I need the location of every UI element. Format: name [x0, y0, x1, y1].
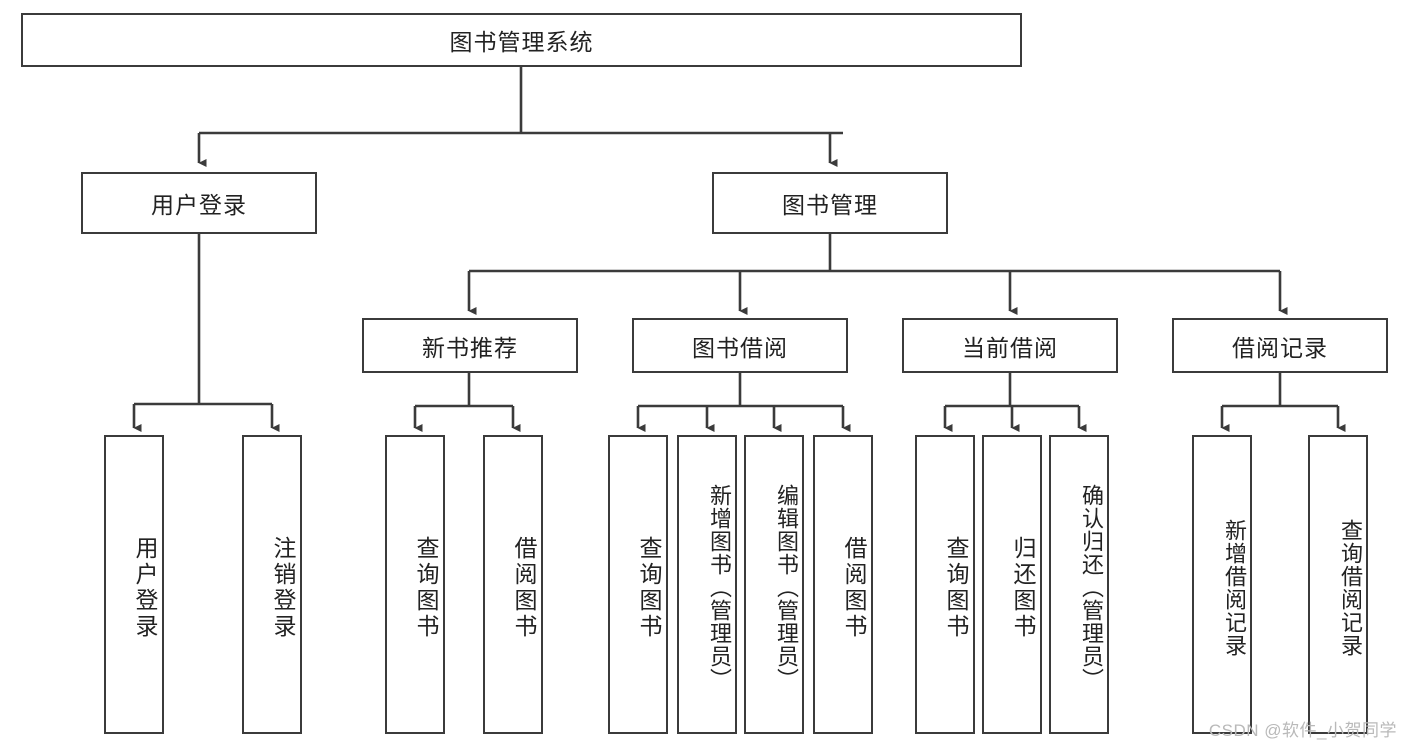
node-user-login[interactable]: 用户登录 — [81, 172, 317, 234]
node-root-system[interactable]: 图书管理系统 — [21, 13, 1022, 67]
leaf-book-borrow-borrow-book[interactable]: 借阅图书 — [813, 435, 873, 734]
node-new-book-recommend[interactable]: 新书推荐 — [362, 318, 578, 373]
node-borrow-record[interactable]: 借阅记录 — [1172, 318, 1388, 373]
leaf-borrow-record-add-record[interactable]: 新增借阅记录 — [1192, 435, 1252, 734]
leaf-user-login-login[interactable]: 用户登录 — [104, 435, 164, 734]
leaf-current-borrow-return-book[interactable]: 归还图书 — [982, 435, 1042, 734]
leaf-current-borrow-confirm-return-admin[interactable]: 确认归还（管理员） — [1049, 435, 1109, 734]
node-book-management[interactable]: 图书管理 — [712, 172, 948, 234]
leaf-new-book-borrow-book[interactable]: 借阅图书 — [483, 435, 543, 734]
leaf-book-borrow-add-book-admin[interactable]: 新增图书（管理员） — [677, 435, 737, 734]
node-book-borrow[interactable]: 图书借阅 — [632, 318, 848, 373]
leaf-current-borrow-query-book[interactable]: 查询图书 — [915, 435, 975, 734]
leaf-book-borrow-query-book[interactable]: 查询图书 — [608, 435, 668, 734]
leaf-borrow-record-query-record[interactable]: 查询借阅记录 — [1308, 435, 1368, 734]
leaf-user-login-logout[interactable]: 注销登录 — [242, 435, 302, 734]
leaf-book-borrow-edit-book-admin[interactable]: 编辑图书（管理员） — [744, 435, 804, 734]
leaf-new-book-query-book[interactable]: 查询图书 — [385, 435, 445, 734]
node-current-borrow[interactable]: 当前借阅 — [902, 318, 1118, 373]
